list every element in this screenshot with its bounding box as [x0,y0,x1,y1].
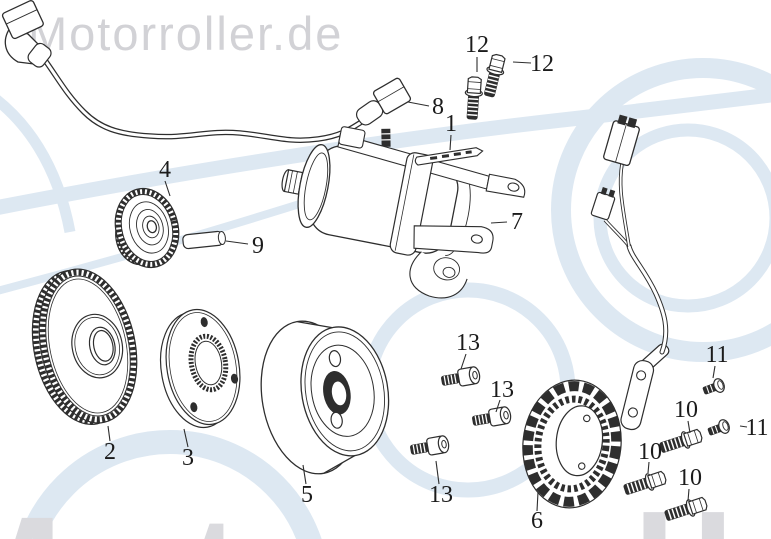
bolt-10-c [662,494,710,525]
clutch-ring-drawing [159,308,241,429]
harness-connector-small [590,187,616,221]
leader-line [687,420,691,434]
pin-drawing [182,230,226,250]
bolt-12-a [462,75,485,121]
swoosh-circle [18,430,322,539]
screw-11-a [701,376,727,399]
swoosh-band [0,95,76,234]
driven-gear-drawing [31,268,138,425]
leader-line [490,221,508,224]
harness-connector-large [603,114,640,167]
screw-11-b [706,417,732,440]
leader-line [495,399,501,413]
brand-watermark-bottom: Motorroller [0,481,771,539]
leader-line [407,101,430,107]
idler-gear-drawing [114,187,180,269]
cable-connector-left [1,0,52,68]
leader-line [712,365,716,379]
leader-line [449,134,452,151]
bolt-10-b [621,468,669,499]
cable-connector-right [355,77,412,126]
leader-line [164,180,171,197]
leader-line [739,425,748,428]
swoosh-band [0,87,771,215]
bracket-strip-drawing [414,147,484,166]
stator-bracket [620,359,655,431]
flywheel-drawing [260,320,390,475]
leader-line [183,428,189,448]
leader-line [647,461,650,474]
bolt-13-b [470,405,513,431]
leader-line [225,240,249,245]
leader-lines [107,57,748,512]
leader-line [512,61,532,64]
stator-harness [603,163,669,355]
leader-line [302,464,307,485]
motor-terminal [381,128,391,147]
bolt-13-a [439,365,482,391]
starter-cable-drawing [1,0,412,143]
starter-motor-drawing [281,126,526,299]
bolt-13-c [408,434,451,460]
brand-watermark-top: Motorroller.de [28,7,344,60]
leader-line [536,491,539,512]
bolt-12-b [480,52,509,99]
bolt-10-a [657,426,705,457]
stator-drawing [522,114,670,509]
leader-line [107,425,111,442]
leader-line [460,353,467,370]
swoosh-circle [551,58,771,362]
leader-line [435,460,440,485]
leader-line [687,488,690,502]
